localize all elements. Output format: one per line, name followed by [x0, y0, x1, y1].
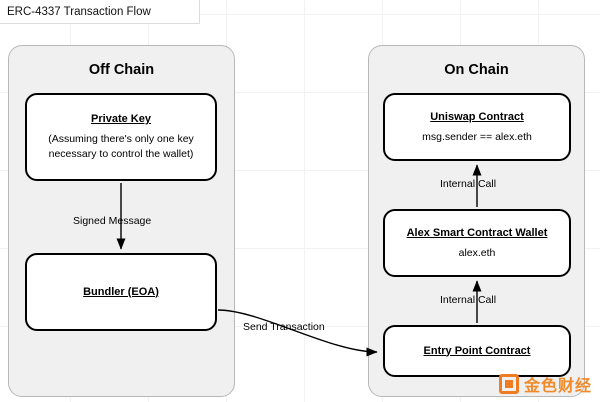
node-entry-point-contract[interactable]: Entry Point Contract [383, 325, 571, 377]
node-alex-wallet-sub: alex.eth [458, 246, 496, 259]
node-private-key[interactable]: Private Key (Assuming there's only one k… [25, 93, 217, 181]
diagram-title: ERC-4337 Transaction Flow [7, 5, 151, 18]
watermark-text: 金色财经 [523, 378, 592, 395]
off-chain-title: Off Chain [88, 62, 155, 78]
node-private-key-sub-line2: necessary to control the wallet) [48, 148, 194, 160]
node-uniswap-contract-title: Uniswap Contract [430, 110, 524, 123]
node-bundler-title: Bundler (EOA) [83, 285, 159, 298]
on-chain-title: On Chain [444, 62, 509, 78]
edge-label-internal-call-upper: Internal Call [440, 178, 497, 190]
node-alex-smart-contract-wallet[interactable]: Alex Smart Contract Wallet alex.eth [383, 209, 571, 277]
watermark-logo-icon [498, 374, 519, 394]
watermark: 金色财经 [498, 372, 592, 396]
edge-label-send-transaction: Send Transaction [243, 321, 325, 333]
node-private-key-title: Private Key [91, 113, 151, 125]
diagram-title-tab: ERC-4337 Transaction Flow [0, 0, 200, 24]
node-private-key-sub-line1: (Assuming there's only one key [48, 133, 194, 145]
node-entry-point-title: Entry Point Contract [423, 344, 531, 357]
edge-label-internal-call-lower: Internal Call [440, 294, 497, 306]
node-uniswap-contract[interactable]: Uniswap Contract msg.sender == alex.eth [383, 93, 571, 161]
node-bundler[interactable]: Bundler (EOA) [25, 253, 217, 331]
edge-label-signed-message: Signed Message [73, 215, 152, 227]
node-alex-wallet-title: Alex Smart Contract Wallet [406, 226, 548, 239]
node-uniswap-contract-sub: msg.sender == alex.eth [422, 130, 532, 143]
